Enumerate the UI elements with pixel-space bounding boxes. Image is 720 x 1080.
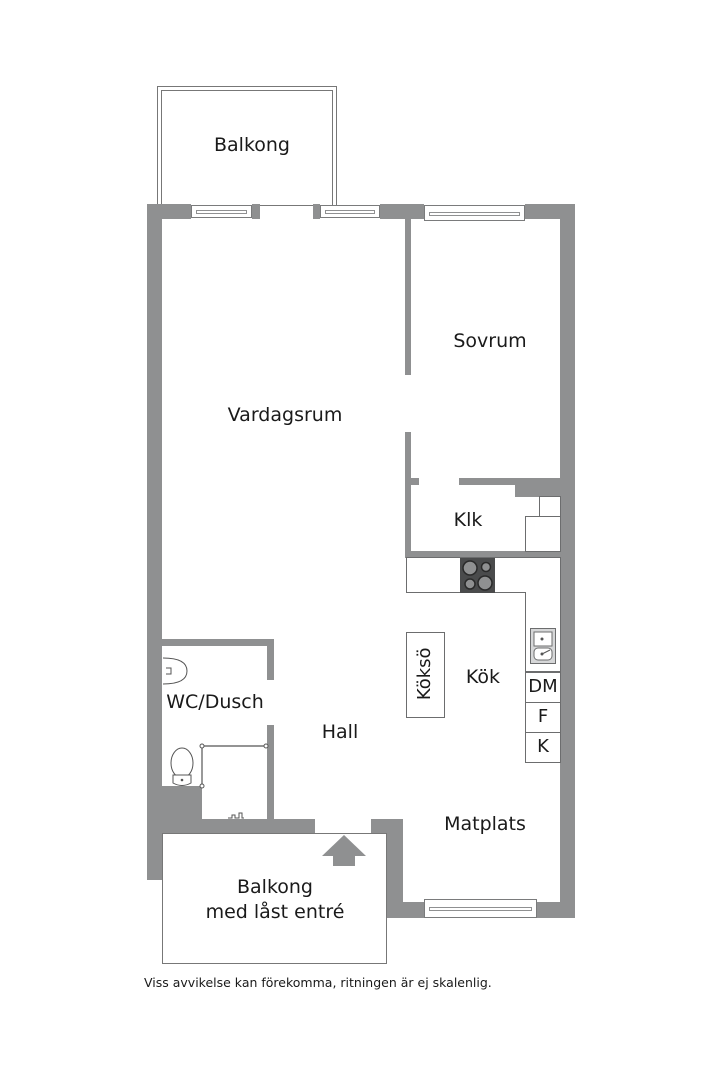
room-label-balkong-entry-2: med låst entré (205, 901, 345, 923)
wall-bottom-left-seg (387, 902, 425, 918)
wall-left (147, 204, 162, 880)
room-label-balkong-top: Balkong (213, 134, 290, 156)
sink-icon (530, 628, 556, 664)
wall-bath-right-lower (267, 725, 274, 820)
stove-icon (460, 558, 495, 593)
wall-bedroom-bottom (459, 478, 560, 485)
window-top-1 (191, 205, 252, 218)
wall-bath-right-upper (267, 646, 274, 680)
wall-top-mid1 (252, 204, 260, 219)
wall-top-mid3 (380, 204, 424, 219)
toilet-icon (170, 747, 194, 787)
disclaimer-text: Viss avvikelse kan förekomma, ritningen … (144, 975, 492, 990)
room-label-klk: Klk (453, 509, 483, 531)
room-label-balkong-entry-1: Balkong (236, 876, 313, 898)
room-label-matplats: Matplats (444, 813, 526, 835)
room-label-hall: Hall (321, 721, 359, 743)
entry-arrow-icon (320, 834, 368, 866)
window-top-3 (424, 205, 525, 221)
wall-bath-top (162, 639, 274, 646)
wall-bedroom-left-upper (405, 219, 411, 375)
wall-matplats-left (387, 819, 403, 918)
window-bottom (424, 899, 537, 918)
wall-top-mid2 (313, 204, 320, 219)
room-label-sovrum: Sovrum (453, 330, 527, 352)
appliance-dishwasher: DM (525, 672, 561, 703)
wall-entry-left (270, 819, 315, 833)
wall-klk-stub (411, 478, 419, 485)
wall-bedroom-left-lower (405, 432, 411, 556)
closet-shelf-lower (525, 516, 561, 552)
kitchen-island: Köksö (406, 632, 445, 718)
closet-shelf-upper (539, 496, 561, 517)
appliance-fridge: K (525, 732, 561, 763)
room-label-vardagsrum: Vardagsrum (227, 404, 343, 426)
window-top-2 (320, 205, 380, 218)
washbasin-icon (162, 657, 188, 685)
room-label-wc-dusch: WC/Dusch (166, 691, 264, 713)
wall-bottom-right-seg (537, 902, 575, 918)
appliance-freezer: F (525, 702, 561, 733)
shower-icon (199, 743, 269, 820)
wall-klk-bottom (405, 551, 560, 558)
wall-bedroom-bottom-step (515, 485, 560, 497)
wall-right (560, 204, 575, 918)
room-label-kok: Kök (465, 666, 501, 688)
